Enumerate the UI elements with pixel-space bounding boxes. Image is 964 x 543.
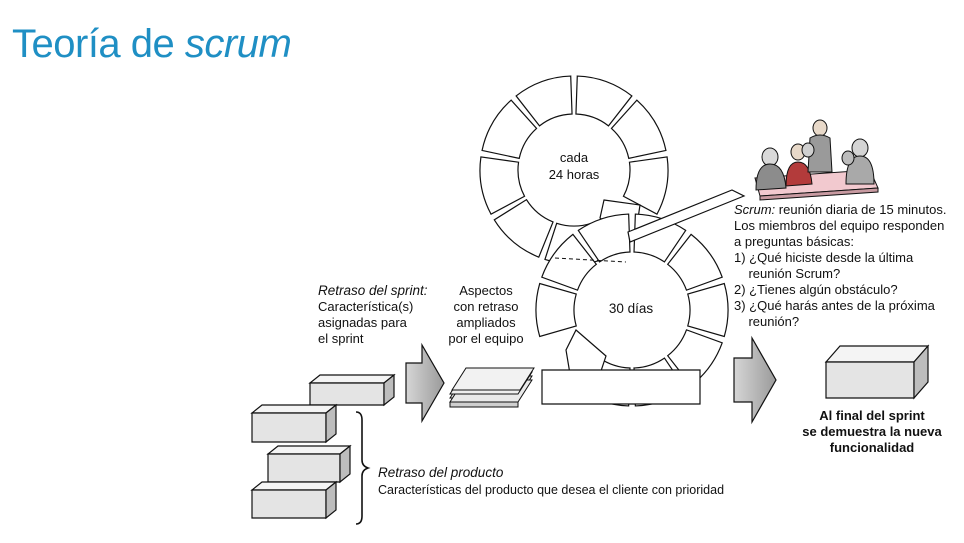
scrum-meeting-line: reunión? <box>734 314 799 329</box>
scrum-meeting-line: a preguntas básicas: <box>734 234 854 249</box>
backlog-bracket <box>355 411 371 525</box>
sprint-cycle-label: 30 días <box>609 301 654 316</box>
final-result-line: Al final del sprint <box>819 408 925 423</box>
scrum-meeting-title: Scrum: reunión diaria de 15 minutos. <box>734 202 946 217</box>
cycle-segment <box>575 75 633 127</box>
cycle-segment <box>622 156 669 215</box>
backlog-box <box>308 373 396 407</box>
ring-connector <box>554 257 627 263</box>
scrum-meeting-line: 2) ¿Tienes algún obstáculo? <box>734 282 898 297</box>
right-arrow-icon <box>405 342 445 424</box>
expanded-items-stack <box>449 367 535 408</box>
final-product-box <box>824 344 930 400</box>
cycle-segment <box>535 282 577 338</box>
sprint-backlog-label: Retraso del sprint: Característica(s) as… <box>318 283 428 346</box>
cycle-segment <box>479 156 526 215</box>
expanded-items-label: Aspectos con retraso ampliados por el eq… <box>448 283 523 346</box>
right-arrow-icon <box>733 335 777 425</box>
scrum-meeting-title-italic: Scrum: <box>734 202 776 217</box>
daily-cycle-line: cada <box>560 150 589 165</box>
sprint-backlog-title: Retraso del sprint: <box>318 283 428 298</box>
expanded-items-line: con retraso <box>453 299 518 314</box>
expanded-items-line: Aspectos <box>459 283 513 298</box>
scrum-meeting-title-rest: reunión diaria de 15 minutos. <box>775 202 946 217</box>
cycle-segment <box>481 99 538 160</box>
sprint-base-block <box>541 369 701 405</box>
daily-cycle-line: 24 horas <box>549 167 600 182</box>
daily-cycle-label: cada 24 horas <box>549 150 600 182</box>
backlog-box <box>266 444 352 484</box>
sprint-backlog-line: el sprint <box>318 331 364 346</box>
scrum-meeting-text: Scrum: reunión diaria de 15 minutos. Los… <box>734 202 946 329</box>
final-result-line: se demuestra la nueva <box>802 424 942 439</box>
scrum-meeting-line: 3) ¿Qué harás antes de la próxima <box>734 298 936 313</box>
cycle-segment <box>687 282 729 338</box>
backlog-box <box>250 480 338 520</box>
slide-title: Teoría de scrum <box>12 22 292 67</box>
cycle-segment <box>515 75 573 127</box>
sprint-cycle-arrow-icon <box>565 329 607 375</box>
product-backlog-label: Retraso del producto Características del… <box>378 465 724 497</box>
cycle-segment <box>666 233 723 291</box>
product-backlog-description: Características del producto que desea e… <box>378 483 724 497</box>
meeting-callout-wedge <box>627 189 746 243</box>
scrum-meeting-line: Los miembros del equipo responden <box>734 218 944 233</box>
final-result-label: Al final del sprint se demuestra la nuev… <box>802 408 942 455</box>
cycle-segment <box>493 198 554 258</box>
title-main: Teoría de <box>12 22 185 66</box>
title-emphasis: scrum <box>184 22 292 66</box>
scrum-meeting-line: reunión Scrum? <box>734 266 840 281</box>
expanded-items-line: ampliados <box>456 315 516 330</box>
scrum-meeting-line: 1) ¿Qué hiciste desde la última <box>734 250 914 265</box>
final-result-line: funcionalidad <box>830 440 915 455</box>
cycle-segment <box>541 233 598 291</box>
sprint-backlog-line: asignadas para <box>318 315 408 330</box>
sprint-backlog-line: Característica(s) <box>318 299 413 314</box>
cycle-segment <box>610 99 667 160</box>
product-backlog-title: Retraso del producto <box>378 465 504 480</box>
backlog-box <box>250 403 338 444</box>
product-backlog-boxes <box>250 373 396 520</box>
team-meeting-illustration <box>754 119 879 201</box>
expanded-items-line: por el equipo <box>448 331 523 346</box>
